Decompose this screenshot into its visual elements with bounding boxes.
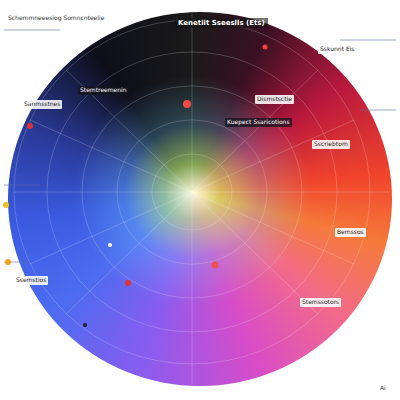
chart-label: Stemtreemenin — [78, 86, 129, 95]
chart-label: Sskunnt Eis — [318, 45, 356, 54]
chart-label: Schemmneeesiog Somncnteelie — [6, 14, 106, 23]
chart-label: Sanmsstnes — [22, 100, 62, 109]
chart-label: Ai — [378, 384, 388, 393]
chart-label: Bemssos — [335, 228, 366, 237]
chart-label: Dismstsctie — [255, 95, 294, 104]
center-glow — [8, 12, 392, 386]
chart-title: Kenetiit Sseeslls (Ets) — [175, 18, 268, 28]
chart-label: Sscriebtom — [312, 140, 350, 149]
chart-label: Kuepect Ssaricotions — [225, 118, 292, 127]
chart-label: Stemssotors — [300, 298, 341, 307]
chart-label: Ssemstios — [14, 276, 48, 285]
